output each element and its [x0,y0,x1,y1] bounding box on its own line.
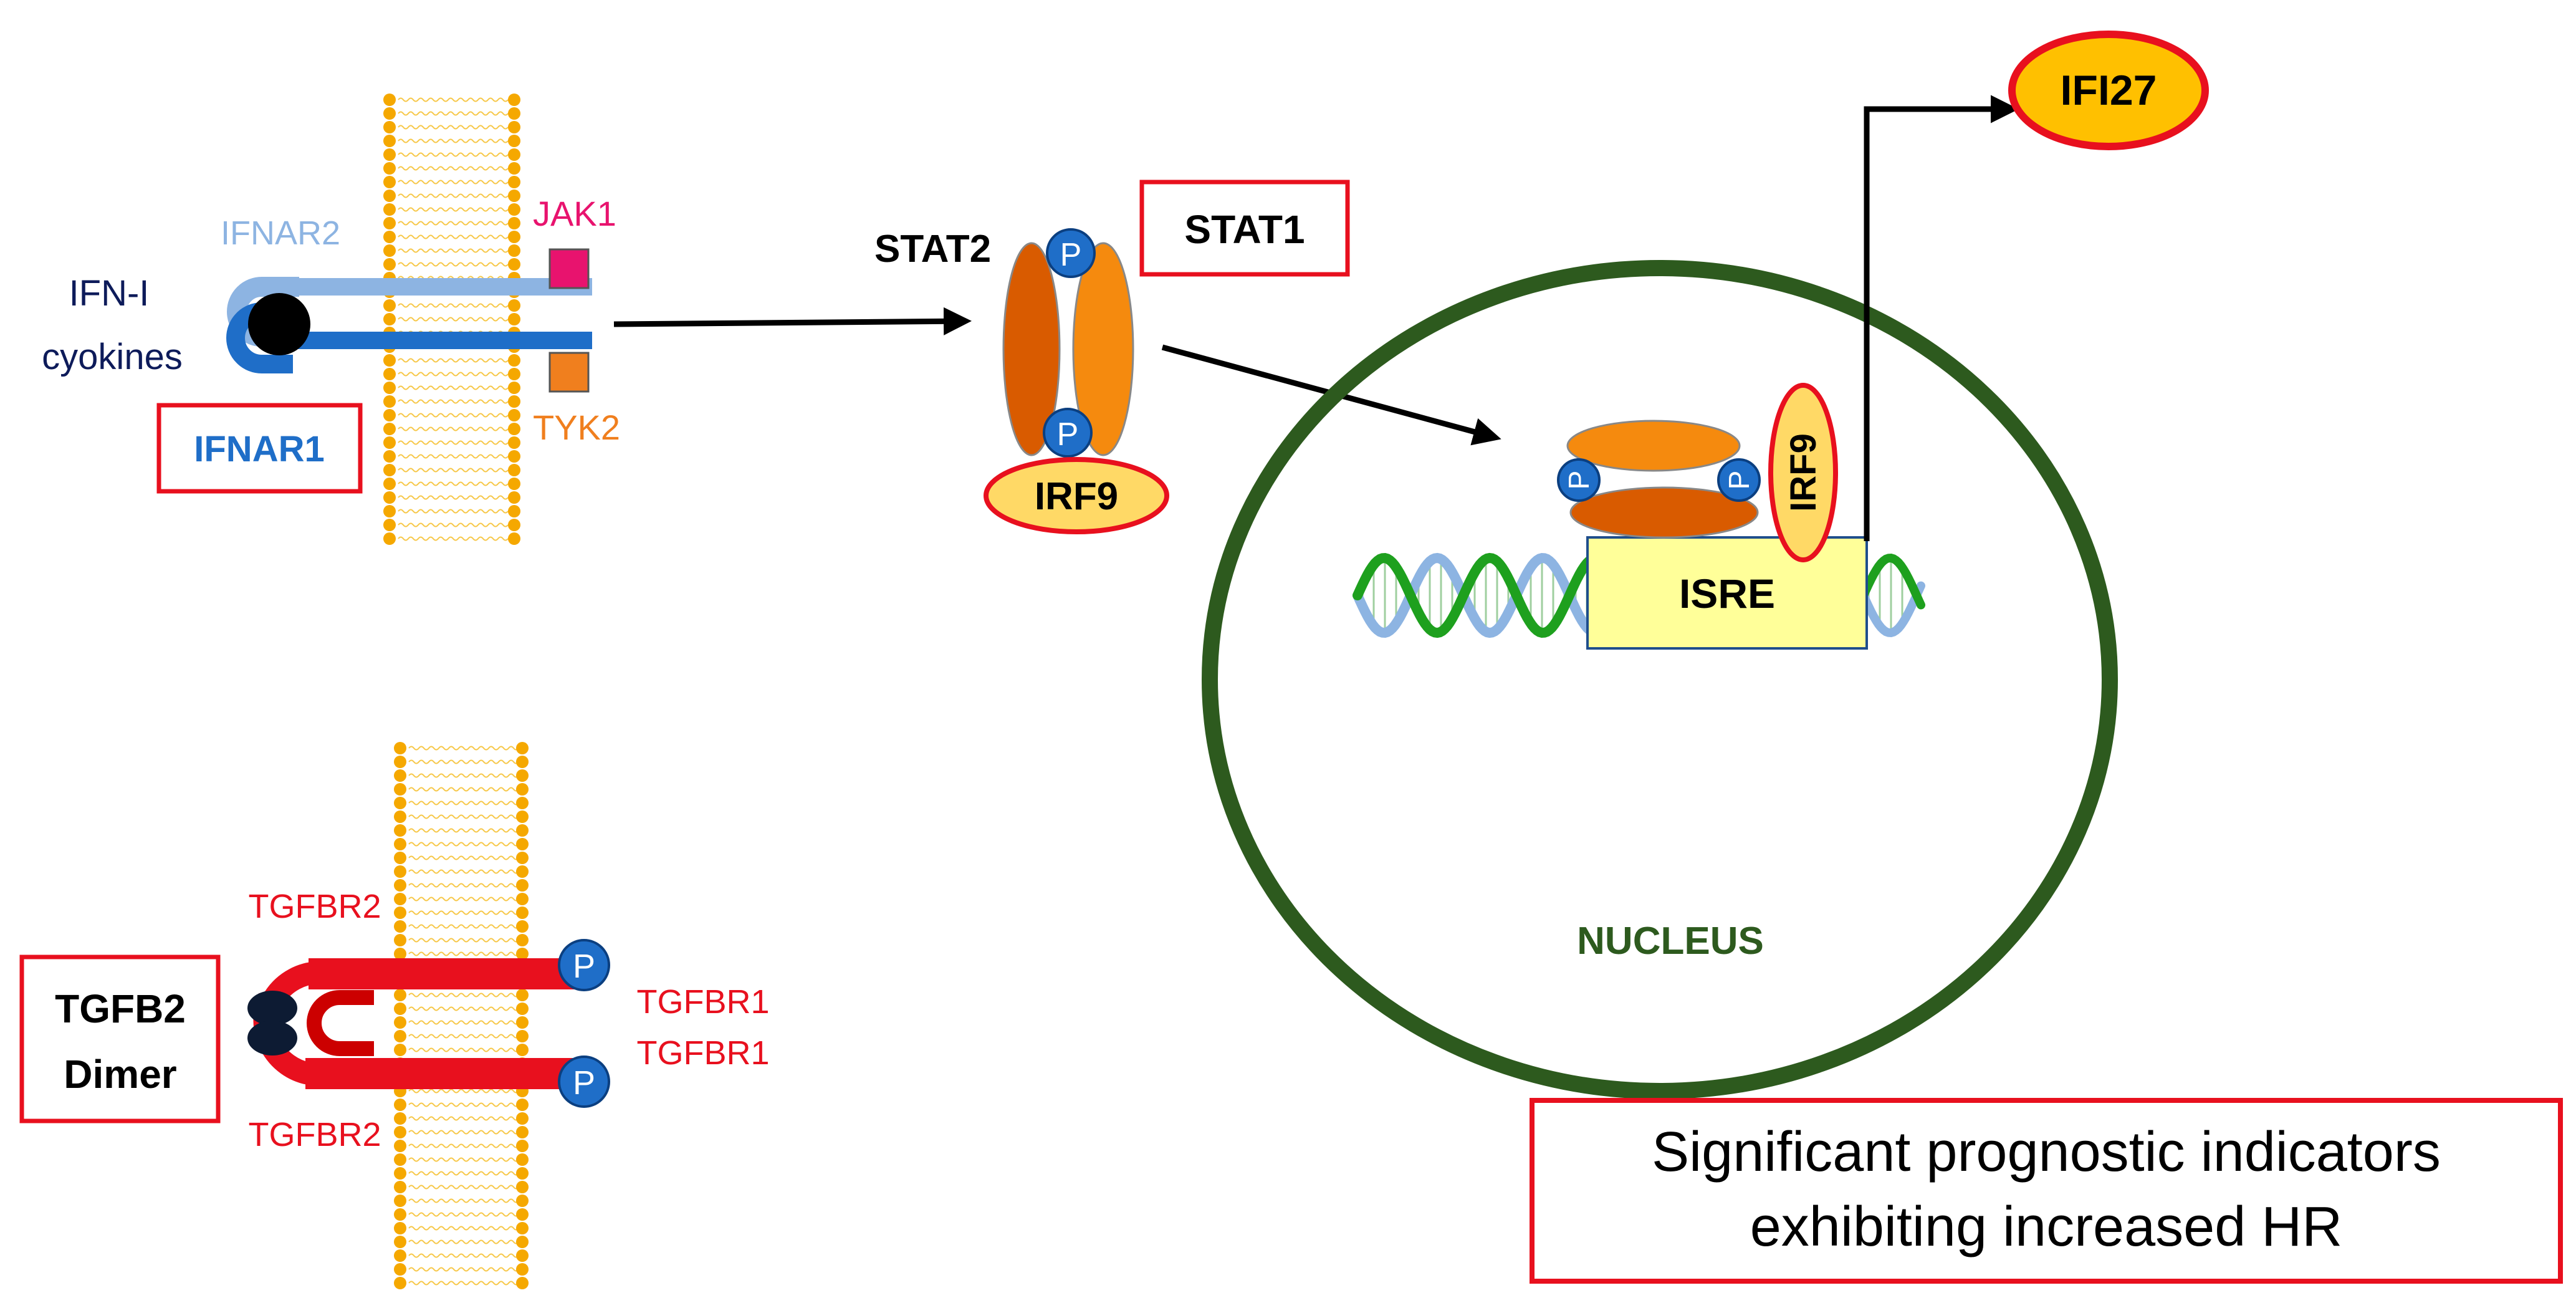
cell-membrane-bottom [394,742,529,1289]
stat1-label: STAT1 [1184,207,1305,252]
ifi27-gene-product [2008,31,2209,150]
svg-text:P: P [1723,471,1755,490]
ifnar1-highlight-box [156,403,363,494]
tyk2-label: TYK2 [533,408,620,447]
dna-double-helix [1353,552,1925,638]
isre-element [1586,536,1868,650]
legend-text-line2: exhibiting increased HR [1750,1196,2343,1258]
tgfb-receptor-complex: P P [247,939,610,1108]
cell-membrane-top [383,94,520,545]
tgfbr1-top-label: TGFBR1 [636,983,769,1021]
ifnar2-label: IFNAR2 [221,214,340,252]
phospho-icon: P [1557,458,1601,502]
stat1-highlight-box [1139,180,1350,277]
phospho-icon: P [1717,458,1761,502]
jak1-kinase [548,248,590,289]
nucleus [1202,260,2118,1099]
arrow-isre-to-ifi27 [1864,95,2019,541]
ifn-ligand [248,293,310,355]
ifnar1-tail [287,332,592,349]
svg-text:P: P [573,1064,595,1102]
tgfbr2-top-label: TGFBR2 [248,888,381,925]
phospho-icon: P [1043,408,1093,458]
svg-text:P: P [1057,416,1079,453]
ifn-cytokines-label-line1: IFN-I [69,273,150,314]
ifnar1-label: IFNAR1 [194,429,324,469]
isre-label: ISRE [1679,570,1775,617]
ifn-cytokines-label-line2: cyokines [42,337,183,377]
tgfbr1-bottom-label: TGFBR1 [636,1034,769,1072]
tgfb2-ligand [247,1021,297,1056]
tgfb2-dimer-label-line2: Dimer [64,1052,176,1097]
irf9-protein [984,457,1169,534]
phospho-icon: P [558,1056,610,1108]
svg-text:P: P [1563,471,1595,490]
legend-box [1530,1098,2563,1284]
nuclear-irf9-protein [1768,383,1838,562]
nuclear-stat-dimer: P P IRF9 [1557,383,1838,562]
tgfb2-ligand [247,991,297,1026]
tgfb2-dimer-label-line1: TGFB2 [55,986,186,1031]
nucleus-label: NUCLEUS [1577,920,1764,963]
stat-complex: P P IRF9 [984,228,1169,534]
phospho-icon: P [1046,228,1096,278]
arrow-receptor-to-stat [613,307,972,335]
tgfbr1-receptor [307,990,374,1056]
ifnar-receptor-complex [226,248,592,393]
tgfb2-dimer-highlight-box [19,955,221,1123]
tgfbr2-bottom-label: TGFBR2 [248,1116,381,1153]
svg-text:P: P [573,948,595,985]
stat2-label: STAT2 [874,228,991,271]
phospho-icon: P [558,939,610,991]
ifnar2-tail [293,278,592,296]
jak1-label: JAK1 [533,194,616,233]
nuclear-irf9-label: IRF9 [1783,433,1824,512]
legend-text-line1: Significant prognostic indicators [1652,1121,2441,1183]
ifi27-label: IFI27 [2061,67,2157,114]
svg-text:P: P [1060,237,1082,273]
stat2-protein [1002,242,1061,456]
stat1-protein [1072,242,1134,456]
tyk2-kinase [548,352,590,393]
irf9-label: IRF9 [1035,475,1118,518]
